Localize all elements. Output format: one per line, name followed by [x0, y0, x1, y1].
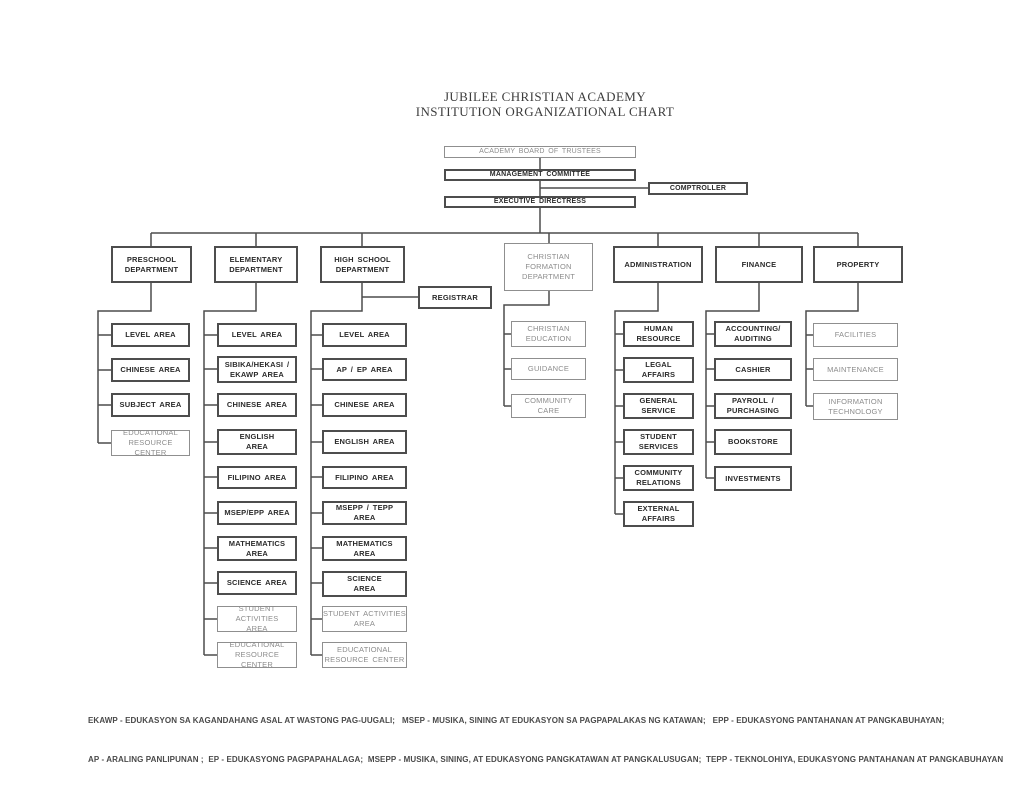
node-facilities: FACILITIES: [813, 323, 898, 347]
node-human-resource: HUMAN RESOURCE: [623, 321, 694, 347]
node-external-affairs: EXTERNAL AFFAIRS: [623, 501, 694, 527]
node-highschool-mathematics-area: MATHEMATICS AREA: [322, 536, 407, 561]
node-maintenance: MAINTENANCE: [813, 358, 898, 381]
node-administration: ADMINISTRATION: [613, 246, 703, 283]
chart-title: JUBILEE CHRISTIAN ACADEMY INSTITUTION OR…: [355, 89, 735, 119]
node-preschool-level-area: LEVEL AREA: [111, 323, 190, 347]
node-preschool-chinese-area: CHINESE AREA: [111, 358, 190, 382]
node-legal-affairs: LEGAL AFFAIRS: [623, 357, 694, 383]
node-student-services: STUDENT SERVICES: [623, 429, 694, 455]
node-payroll-purchasing: PAYROLL / PURCHASING: [714, 393, 792, 419]
node-highschool-science-area: SCIENCE AREA: [322, 571, 407, 597]
node-highschool-msepp-tepp-area: MSEPP / TEPP AREA: [322, 501, 407, 525]
node-highschool-level-area: LEVEL AREA: [322, 323, 407, 347]
node-highschool-educational-resource-center: EDUCATIONAL RESOURCE CENTER: [322, 642, 407, 668]
node-preschool-department: PRESCHOOL DEPARTMENT: [111, 246, 192, 283]
node-elementary-student-activities-area: STUDENT ACTIVITIES AREA: [217, 604, 297, 633]
node-christian-education: CHRISTIAN EDUCATION: [511, 321, 586, 347]
node-preschool-subject-area: SUBJECT AREA: [111, 393, 190, 417]
node-investments: INVESTMENTS: [714, 466, 792, 491]
node-guidance: GUIDANCE: [511, 358, 586, 380]
node-highschool-english-area: ENGLISH AREA: [322, 430, 407, 454]
node-comptroller: COMPTROLLER: [648, 182, 748, 195]
chart-title-line1: JUBILEE CHRISTIAN ACADEMY: [443, 89, 647, 104]
node-elementary-educational-resource-center: EDUCATIONAL RESOURCE CENTER: [217, 640, 297, 669]
node-highschool-ap-ep-area: AP / EP AREA: [322, 358, 407, 381]
node-elementary-sibika-hekasi-ekawp-area: SIBIKA/HEKASI / EKAWP AREA: [217, 356, 297, 383]
node-elementary-filipino-area: FILIPINO AREA: [217, 466, 297, 489]
node-high-school-department: HIGH SCHOOL DEPARTMENT: [320, 246, 405, 283]
node-registrar: REGISTRAR: [418, 286, 492, 309]
node-executive-directress: EXECUTIVE DIRECTRESS: [444, 196, 636, 208]
node-elementary-mathematics-area: MATHEMATICS AREA: [217, 536, 297, 561]
node-elementary-msep-epp-area: MSEP/EPP AREA: [217, 501, 297, 525]
node-highschool-student-activities-area: STUDENT ACTIVITIES AREA: [322, 606, 407, 632]
node-information-technology: INFORMATION TECHNOLOGY: [813, 393, 898, 420]
node-elementary-department: ELEMENTARY DEPARTMENT: [214, 246, 298, 283]
node-property: PROPERTY: [813, 246, 903, 283]
node-community-care: COMMUNITY CARE: [511, 394, 586, 418]
node-academy-board-of-trustees: ACADEMY BOARD OF TRUSTEES: [444, 146, 636, 158]
node-elementary-science-area: SCIENCE AREA: [217, 571, 297, 595]
node-bookstore: BOOKSTORE: [714, 429, 792, 455]
legend-line1: EKAWP - EDUKASYON SA KAGANDAHANG ASAL AT…: [88, 716, 945, 725]
node-elementary-english-area: ENGLISH AREA: [217, 429, 297, 455]
node-elementary-level-area: LEVEL AREA: [217, 323, 297, 347]
chart-title-line2: INSTITUTION ORGANIZATIONAL CHART: [415, 104, 675, 119]
node-preschool-educational-resource-center: EDUCATIONAL RESOURCE CENTER: [111, 428, 190, 457]
node-highschool-filipino-area: FILIPINO AREA: [322, 466, 407, 489]
node-accounting-auditing: ACCOUNTING/ AUDITING: [714, 321, 792, 347]
node-community-relations: COMMUNITY RELATIONS: [623, 465, 694, 491]
node-elementary-chinese-area: CHINESE AREA: [217, 393, 297, 417]
abbreviation-legend: EKAWP - EDUKASYON SA KAGANDAHANG ASAL AT…: [88, 688, 1003, 791]
legend-line2: AP - ARALING PANLIPUNAN ; EP - EDUKASYON…: [88, 755, 1004, 764]
node-christian-formation-department: CHRISTIAN FORMATION DEPARTMENT: [504, 243, 593, 291]
node-finance: FINANCE: [715, 246, 803, 283]
node-general-service: GENERAL SERVICE: [623, 393, 694, 419]
node-management-committee: MANAGEMENT COMMITTEE: [444, 169, 636, 181]
node-highschool-chinese-area: CHINESE AREA: [322, 393, 407, 417]
node-cashier: CASHIER: [714, 358, 792, 381]
